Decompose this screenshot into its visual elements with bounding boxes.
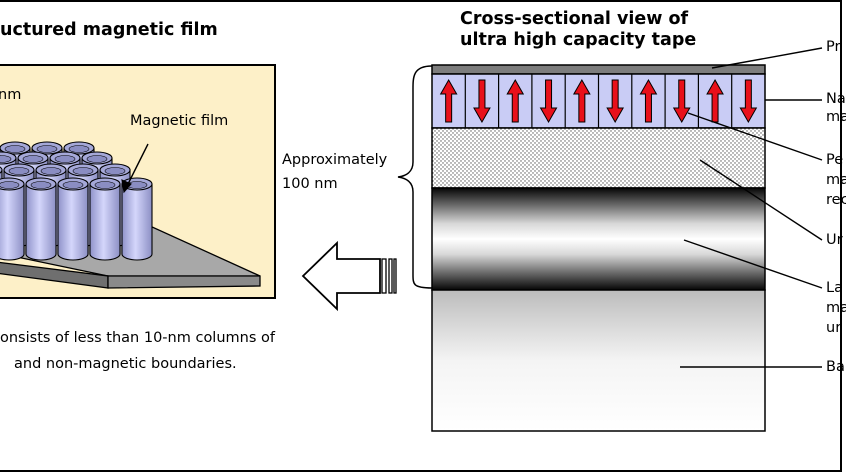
nano-column (25, 183, 57, 261)
nano-column (57, 183, 89, 261)
magnetic-film-label: Magnetic film (130, 113, 229, 129)
nano-column-core (40, 167, 62, 175)
nano-column (0, 183, 25, 261)
nano-column-top (0, 166, 3, 174)
nano-column-core (36, 145, 58, 153)
nano-column-core (104, 167, 126, 175)
label-pe-2: ma (826, 172, 846, 188)
base-plate-side (107, 275, 261, 289)
left-title: uctured magnetic film (0, 20, 218, 40)
label-na-1: Na (826, 91, 846, 107)
nano-column-core (8, 167, 30, 175)
panel-nm-label: nm (0, 87, 22, 103)
label-la-2: ma (826, 300, 846, 316)
label-pr: Pr (826, 39, 841, 55)
label-na-2: ma (826, 109, 846, 125)
caption-line2: and non-magnetic boundaries. (14, 356, 237, 372)
label-pe-3: rec (826, 192, 846, 208)
nano-column-core (62, 181, 84, 189)
nano-columns (0, 141, 153, 261)
thickness-line1: Approximately (282, 152, 388, 168)
thickness-line2: 100 nm (282, 176, 338, 192)
label-ur: Ur (826, 232, 843, 248)
nano-column-core (94, 181, 116, 189)
nano-column (121, 183, 153, 261)
nano-column-core (0, 155, 12, 163)
nano-column (89, 183, 121, 261)
right-title-line1: Cross-sectional view of (460, 9, 689, 29)
magnetic-film-panel: nm Magnetic film (0, 64, 276, 299)
nano-column-core (86, 155, 108, 163)
nano-column-core (22, 155, 44, 163)
label-la-1: La (826, 280, 843, 296)
caption-line1: onsists of less than 10-nm columns of (0, 330, 275, 346)
nano-column-core (4, 145, 26, 153)
magnetic-film-pointer (125, 143, 149, 189)
nano-column-core (54, 155, 76, 163)
right-title-line2: ultra high capacity tape (460, 30, 697, 50)
right-title: Cross-sectional view of ultra high capac… (460, 9, 696, 51)
nano-column-core (0, 181, 20, 189)
label-ba: Ba (826, 359, 845, 375)
magnetic-film-illustration (0, 141, 261, 289)
nano-column-core (30, 181, 52, 189)
label-pe-1: Pe (826, 152, 844, 168)
magnetic-film-pointer-head (121, 179, 132, 194)
label-la-3: ur (826, 320, 842, 336)
nano-column-core (68, 145, 90, 153)
nano-column-core (72, 167, 94, 175)
